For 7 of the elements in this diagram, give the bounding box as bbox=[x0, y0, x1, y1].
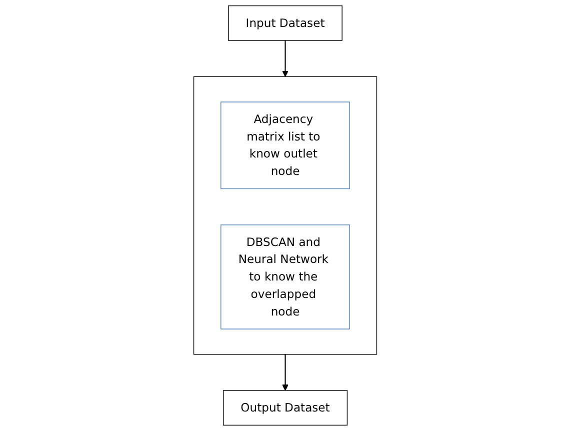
cluster bbox=[194, 76, 378, 355]
node-box: Input Dataset bbox=[228, 5, 343, 41]
arrow bbox=[282, 40, 289, 77]
node-box: Adjacency matrix list to know outlet node bbox=[220, 102, 350, 190]
node-box: Output Dataset bbox=[223, 390, 348, 426]
arrow bbox=[282, 354, 289, 391]
node-box: DBSCAN and Neural Network to know the overlapped node bbox=[220, 224, 350, 330]
